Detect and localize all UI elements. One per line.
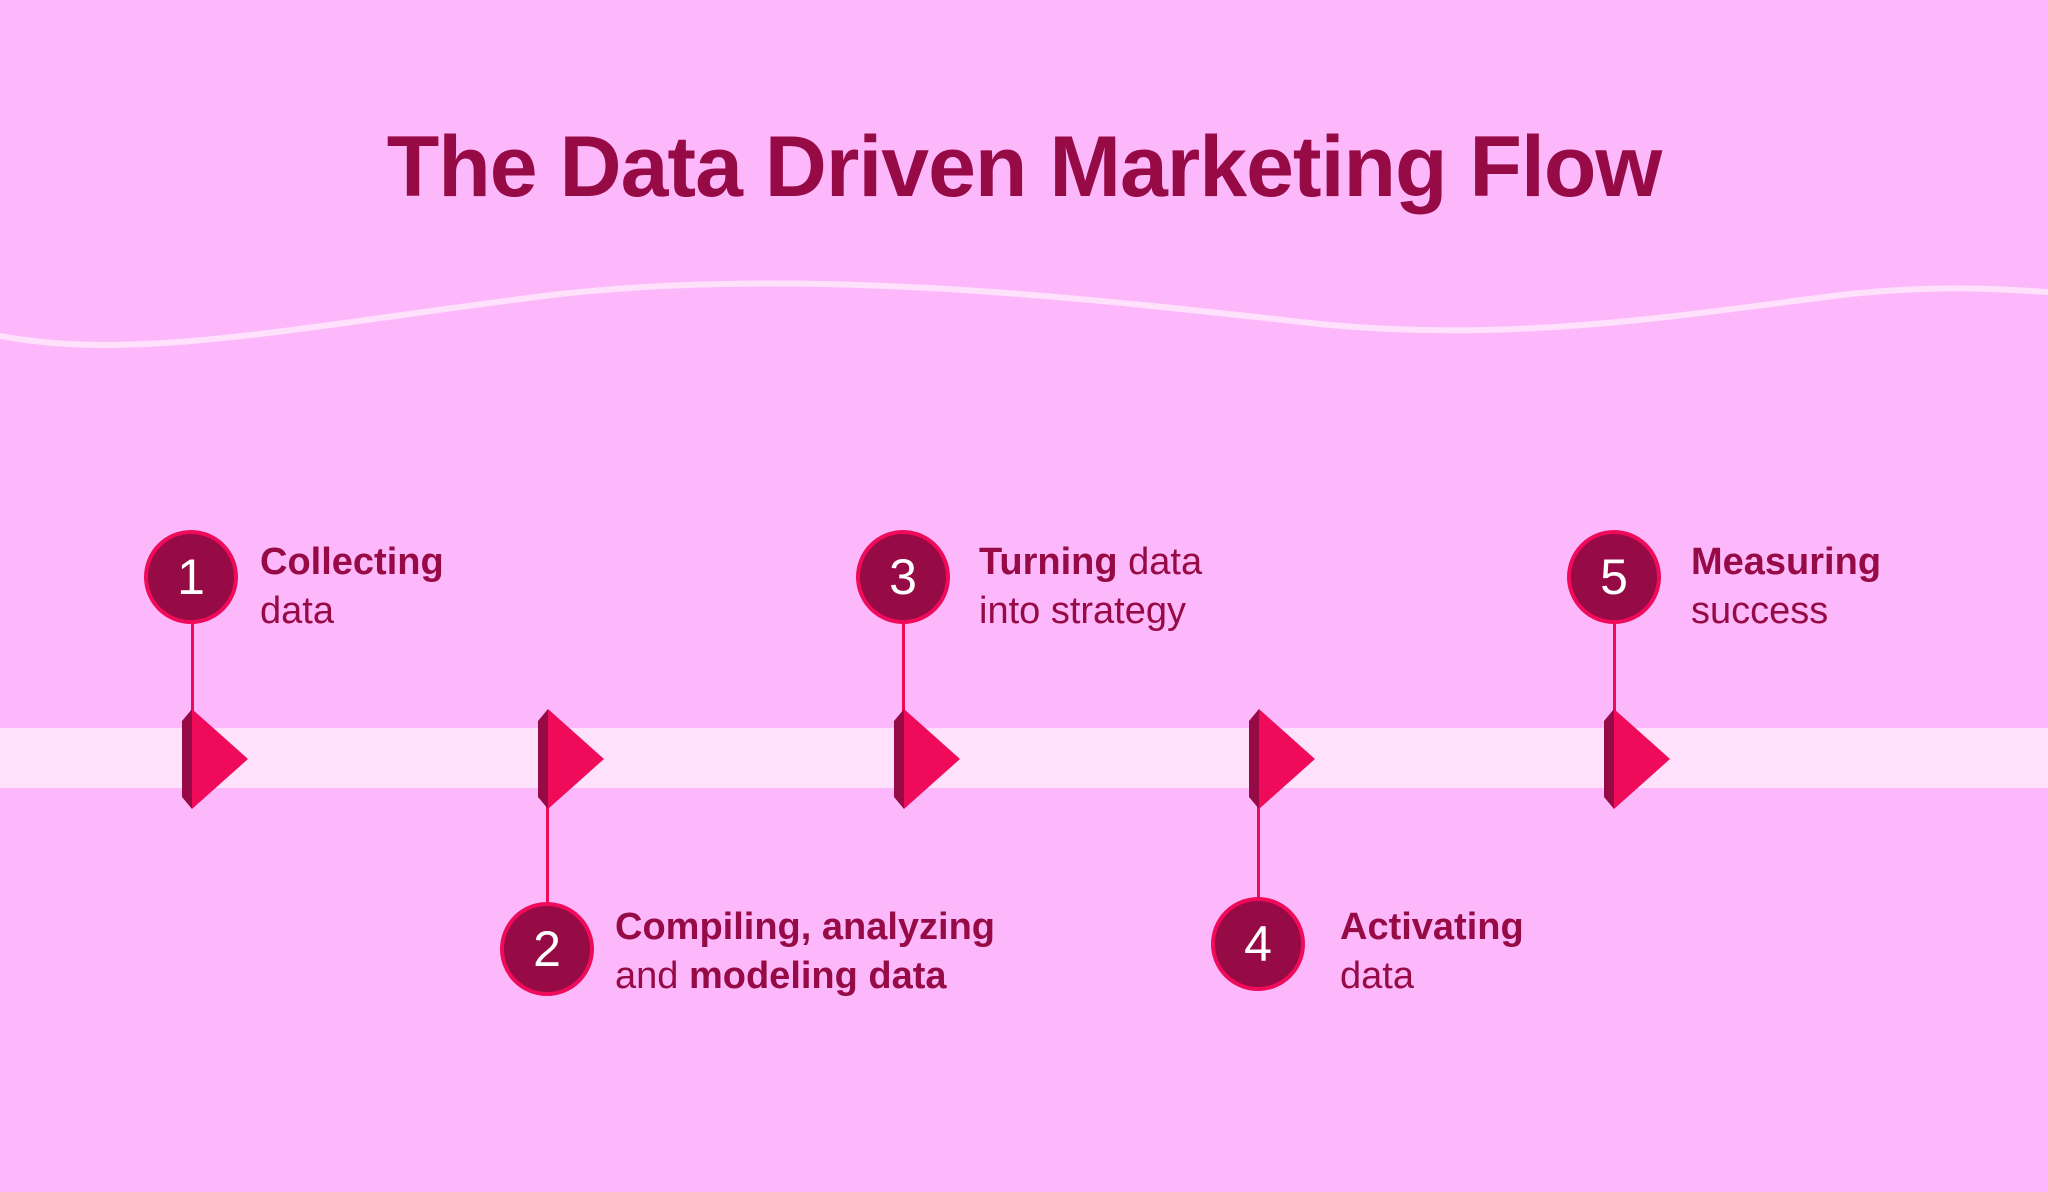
step-3-flag-icon: [894, 709, 960, 809]
step-3-label-line2: into strategy: [979, 590, 1186, 632]
step-2-number-badge: 2: [500, 902, 594, 996]
step-3-connector: [902, 620, 905, 715]
step-3-number-badge: 3: [856, 530, 950, 624]
step-5-number-badge: 5: [1567, 530, 1661, 624]
step-3-label-bold: Turning: [979, 541, 1118, 583]
step-5-connector: [1613, 620, 1616, 715]
step-4-label: Activating data: [1340, 903, 1524, 1001]
step-4-label-bold: Activating: [1340, 906, 1524, 948]
step-4-label-line2: data: [1340, 955, 1414, 997]
step-1-flag-icon: [182, 709, 248, 809]
step-2-flag-icon: [538, 709, 604, 809]
step-5-label-bold: Measuring: [1691, 541, 1882, 583]
step-4-connector: [1257, 790, 1260, 910]
step-1-label: Collecting data: [260, 538, 444, 636]
page-title: The Data Driven Marketing Flow: [386, 119, 1663, 215]
step-3-label-rest: data: [1117, 541, 1203, 583]
step-1-label-line2: data: [260, 590, 334, 632]
decorative-wave: [0, 280, 2048, 348]
step-1-label-bold: Collecting: [260, 541, 444, 583]
step-4-number-badge: 4: [1211, 897, 1305, 991]
step-1-connector: [191, 620, 194, 715]
step-5-flag-icon: [1604, 709, 1670, 809]
step-4-flag-icon: [1249, 709, 1315, 809]
step-2-connector: [546, 790, 549, 910]
step-5-label-line2: success: [1691, 590, 1829, 632]
step-5-label: Measuring success: [1691, 538, 1881, 636]
step-2-label-bold: Compiling, analyzing: [615, 906, 996, 948]
step-2-label-line2: and: [615, 955, 689, 997]
timeline-track: [0, 728, 2048, 788]
step-2-label-line2-bold: modeling data: [688, 955, 947, 997]
step-1-number-badge: 1: [144, 530, 238, 624]
step-3-label: Turning data into strategy: [979, 538, 1202, 636]
step-2-label: Compiling, analyzing and modeling data: [615, 903, 995, 1001]
